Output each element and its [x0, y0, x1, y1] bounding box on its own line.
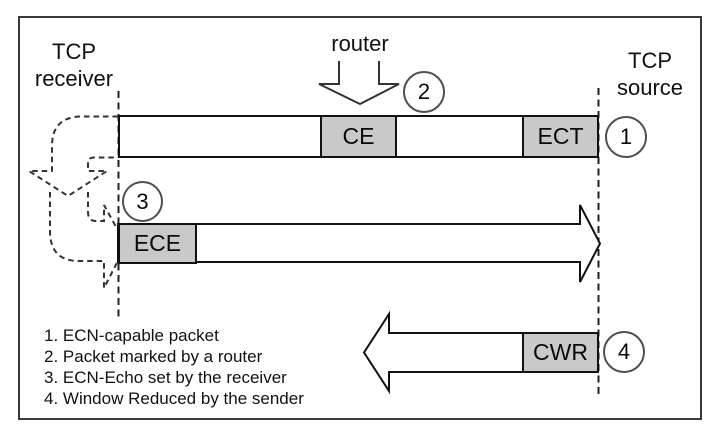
tcp-source-line2: source [616, 75, 684, 100]
ce-flag-box: CE [320, 115, 397, 158]
cwr-flag-box: CWR [522, 332, 599, 373]
ece-flag-label: ECE [133, 230, 182, 256]
step-4-number: 4 [617, 339, 631, 364]
step-2-marker: 2 [403, 71, 445, 113]
step-4-marker: 4 [603, 331, 645, 373]
cwr-flag-label: CWR [533, 339, 588, 365]
legend-item-2: 2. Packet marked by a router [44, 347, 263, 366]
legend-item-3: 3. ECN-Echo set by the receiver [44, 368, 287, 387]
legend-item-1: 1. ECN-capable packet [44, 326, 219, 345]
router-label: router [331, 31, 389, 56]
step-1-number: 1 [619, 124, 633, 149]
step-2-number: 2 [417, 79, 431, 104]
ect-flag-box: ECT [522, 115, 599, 158]
tcp-receiver-line1: TCP [52, 39, 96, 64]
ce-flag-label: CE [342, 123, 375, 149]
echo-return-arrow-icon [49, 192, 128, 289]
receive-turn-down-arrow-icon [25, 115, 118, 198]
step-3-marker: 3 [122, 181, 163, 222]
tcp-receiver-line2: receiver [34, 66, 114, 91]
tcp-source-label: TCP source [593, 47, 707, 101]
router-down-arrow-icon [318, 61, 400, 106]
tcp-receiver-label: TCP receiver [18, 38, 130, 92]
legend-item-4: 4. Window Reduced by the sender [44, 389, 304, 408]
tcp-source-line1: TCP [628, 48, 672, 73]
ece-flag-box: ECE [118, 223, 197, 264]
step-1-marker: 1 [605, 116, 647, 158]
step-3-number: 3 [136, 188, 149, 214]
ect-flag-label: ECT [537, 123, 584, 149]
legend: 1. ECN-capable packet 2. Packet marked b… [44, 325, 304, 409]
